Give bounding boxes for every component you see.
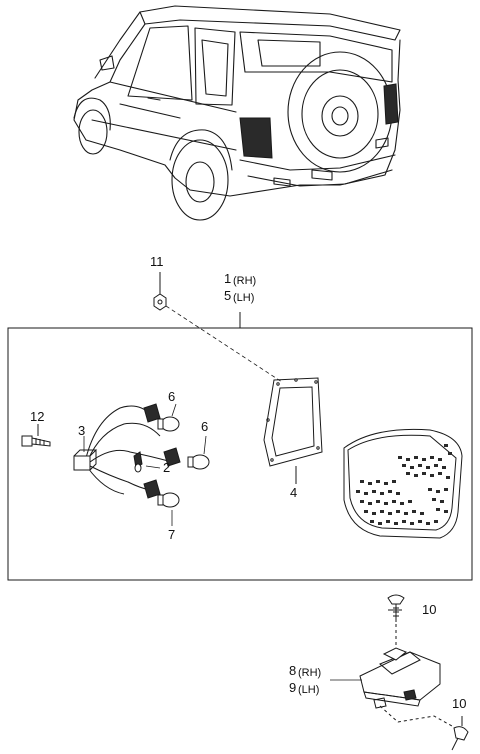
callout-7: 7 bbox=[168, 527, 176, 542]
callout-5-side: (LH) bbox=[233, 292, 255, 304]
callout-9-side: (LH) bbox=[298, 684, 320, 696]
nut-part bbox=[153, 272, 167, 311]
callout-3: 3 bbox=[78, 423, 86, 438]
wiring-harness bbox=[73, 403, 181, 499]
tail-lamp-housing bbox=[343, 428, 463, 539]
left-tail-lamp-shade bbox=[239, 117, 273, 159]
callout-11: 11 bbox=[150, 254, 164, 269]
callout-8-side: (RH) bbox=[298, 667, 322, 679]
callout-6-right: 6 bbox=[201, 419, 209, 434]
right-tail-lamp-shade bbox=[383, 83, 399, 125]
side-lamp-part bbox=[359, 594, 469, 751]
callout-10-upper: 10 bbox=[422, 602, 437, 617]
callout-5: 5 bbox=[224, 288, 232, 303]
screw-part bbox=[21, 424, 51, 447]
nut-to-gasket-leader bbox=[165, 305, 283, 383]
callout-4: 4 bbox=[290, 485, 298, 500]
callout-8: 8 bbox=[289, 663, 297, 678]
vehicle-illustration bbox=[73, 5, 401, 221]
callout-12: 12 bbox=[30, 409, 45, 424]
lamp-lens-texture bbox=[356, 444, 452, 525]
callout-6-upper: 6 bbox=[168, 389, 176, 404]
callout-1-side: (RH) bbox=[233, 275, 257, 287]
callout-1: 1 bbox=[224, 271, 232, 286]
gasket-part bbox=[263, 377, 323, 484]
harness-leaders bbox=[83, 403, 207, 526]
assembly-box bbox=[7, 312, 473, 581]
bulbs bbox=[134, 416, 210, 508]
callout-10-lower: 10 bbox=[452, 696, 467, 711]
callout-2: 2 bbox=[163, 460, 171, 475]
callout-9: 9 bbox=[289, 680, 297, 695]
